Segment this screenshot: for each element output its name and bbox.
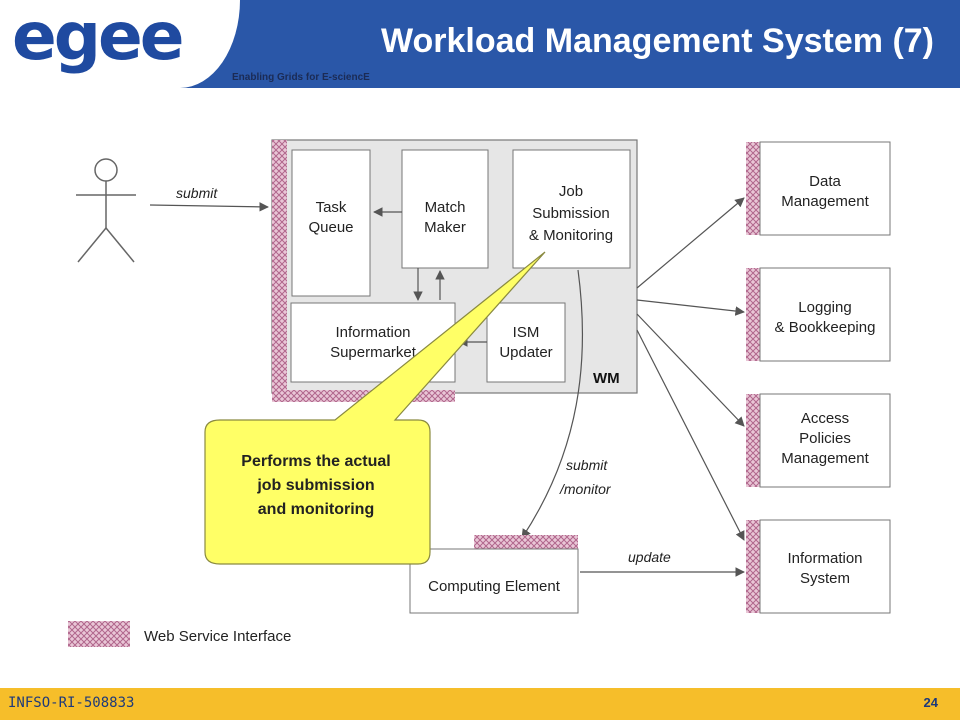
match-maker-box: [401, 149, 489, 269]
wms-diagram: submit WM Task Queue Match Maker Job Sub…: [68, 139, 891, 647]
wm-to-access-arrow: [636, 313, 745, 427]
wm-web-service-interface: [272, 140, 287, 402]
logging-wsi: [746, 268, 760, 361]
egee-logo: egee: [12, 0, 185, 75]
callout-line-3: and monitoring: [258, 501, 374, 518]
callout-line-1: Performs the actual: [241, 453, 390, 470]
callout-line-2: job submission: [256, 477, 374, 494]
submit-monitor-line-1: submit: [566, 457, 608, 473]
access-policies-line-1: Access: [801, 410, 849, 427]
information-system-box: [759, 519, 891, 614]
wm-to-infosys-arrow: [636, 329, 745, 541]
logging-line-2: & Bookkeeping: [775, 319, 876, 336]
access-policies-wsi: [746, 394, 760, 487]
job-submission-line-2: Submission: [532, 205, 610, 222]
legend-label: Web Service Interface: [144, 628, 291, 645]
information-system-line-1: Information: [787, 550, 862, 567]
data-management-wsi: [746, 142, 760, 235]
ism-updater-line-2: Updater: [499, 344, 552, 361]
data-management-line-1: Data: [809, 173, 841, 190]
ism-updater-box: [486, 302, 566, 383]
tagline: Enabling Grids for E-sciencE: [232, 72, 370, 83]
match-maker-line-1: Match: [425, 199, 466, 216]
logo-panel: egee: [0, 0, 240, 88]
ism-updater-line-1: ISM: [513, 324, 540, 341]
slide-title: Workload Management System (7): [381, 22, 934, 60]
task-queue-line-2: Queue: [308, 219, 353, 236]
wm-label: WM: [593, 370, 620, 387]
update-label: update: [628, 549, 671, 565]
submit-label: submit: [176, 185, 218, 201]
data-management-line-2: Management: [781, 193, 869, 210]
job-submission-box: [512, 149, 631, 269]
computing-element-box: [409, 548, 579, 614]
footer-bar: INFSO-RI-508833 24: [0, 688, 960, 720]
match-maker-line-2: Maker: [424, 219, 466, 236]
logging-line-1: Logging: [798, 299, 851, 316]
task-queue-line-1: Task: [316, 199, 347, 216]
page-number: 24: [923, 695, 938, 710]
information-supermarket-line-2: Supermarket: [330, 344, 417, 361]
user-actor-icon: [76, 158, 136, 263]
submit-monitor-line-2: /monitor: [559, 481, 612, 497]
logging-box: [759, 267, 891, 362]
data-management-box: [759, 141, 891, 236]
job-submission-line-1: Job: [559, 183, 583, 200]
information-system-wsi: [746, 520, 760, 613]
wm-to-logging-arrow: [636, 299, 745, 316]
information-supermarket-line-1: Information: [335, 324, 410, 341]
computing-element-label: Computing Element: [428, 578, 561, 595]
submit-monitor-arrow: [521, 269, 584, 539]
submit-arrow: [149, 202, 269, 212]
callout-bubble: Performs the actual job submission and m…: [204, 251, 546, 565]
job-submission-line-3: & Monitoring: [529, 227, 613, 244]
information-system-line-2: System: [800, 570, 850, 587]
task-queue-box: [291, 149, 371, 297]
legend-swatch: [68, 621, 130, 647]
ce-web-service-interface: [474, 535, 578, 549]
wm-to-data-arrow: [636, 197, 745, 289]
footer-project-id: INFSO-RI-508833: [8, 695, 135, 711]
access-policies-box: [759, 393, 891, 488]
header-bar: egee Enabling Grids for E-sciencE Worklo…: [0, 0, 960, 88]
access-policies-line-2: Policies: [799, 430, 851, 447]
access-policies-line-3: Management: [781, 450, 869, 467]
